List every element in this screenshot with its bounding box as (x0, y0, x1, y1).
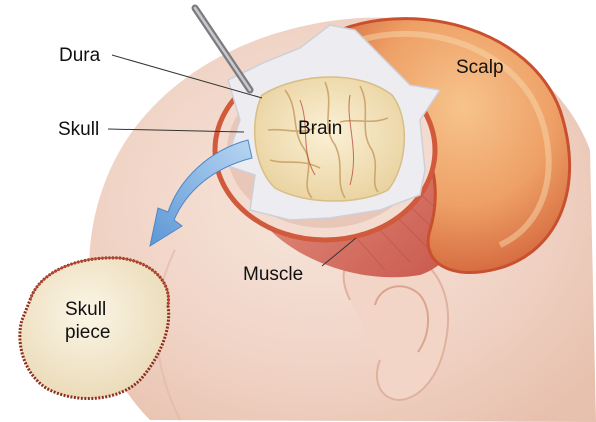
label-skull-piece-line1: Skull (65, 299, 106, 320)
brain (255, 77, 405, 201)
label-dura: Dura (59, 45, 101, 66)
label-skull: Skull (58, 119, 99, 140)
label-scalp: Scalp (456, 57, 504, 78)
label-brain: Brain (298, 118, 342, 139)
label-skull-piece-line2: piece (65, 322, 110, 343)
label-muscle: Muscle (243, 264, 303, 285)
